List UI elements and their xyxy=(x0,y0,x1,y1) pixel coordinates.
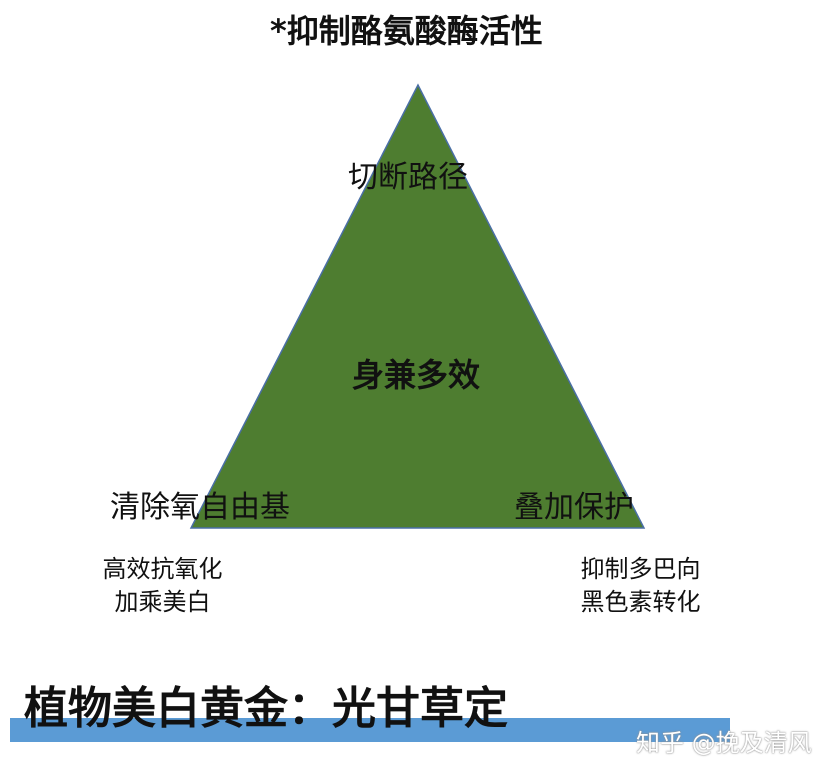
left-description-line2: 加乘美白 xyxy=(114,588,211,616)
watermark: 知乎 @挽及清风 xyxy=(636,729,812,757)
left-description: 高效抗氧化 加乘美白 xyxy=(90,553,235,619)
apex-label: 切断路径 xyxy=(348,160,468,195)
left-corner-label: 清除氧自由基 xyxy=(110,490,290,525)
bottom-highlight-bar xyxy=(10,718,730,742)
right-description-line2: 黑色素转化 xyxy=(580,588,701,616)
diagram-title: *抑制酪氨酸酶活性 xyxy=(270,12,543,50)
bottom-title: 植物美白黄金：光甘草定 xyxy=(24,683,508,734)
right-description-line1: 抑制多巴向 xyxy=(580,555,701,583)
left-description-line1: 高效抗氧化 xyxy=(102,555,223,583)
right-description: 抑制多巴向 黑色素转化 xyxy=(568,553,713,619)
center-label: 身兼多效 xyxy=(352,356,481,394)
right-corner-label: 叠加保护 xyxy=(514,490,634,525)
